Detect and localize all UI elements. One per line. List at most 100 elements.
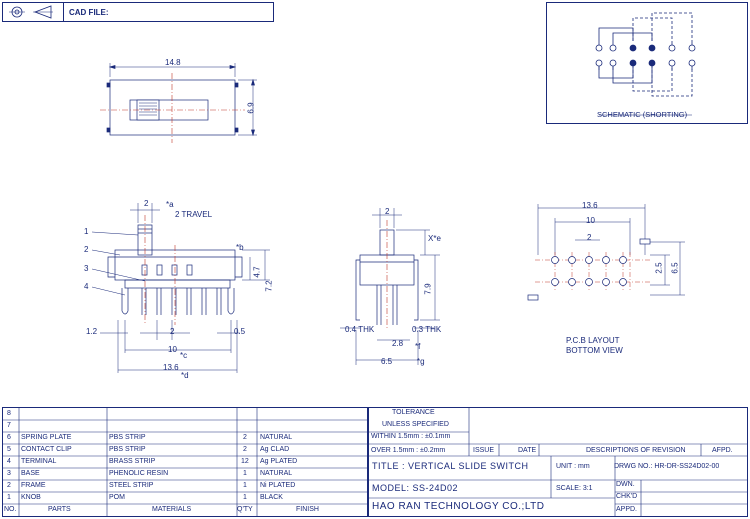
bom-row-no: 4 (7, 458, 11, 465)
front-dim-136: 13.6 (163, 363, 179, 372)
front-dim-12: 1.2 (86, 327, 98, 336)
title-block-grid (369, 408, 747, 516)
unless-label: UNLESS SPECIFIED (382, 421, 449, 428)
side-view-drawing (340, 208, 440, 365)
top-dim-width: 14.8 (165, 58, 181, 67)
bom-row-finish: Ag PLATED (260, 458, 298, 465)
top-dim-height: 6.9 (246, 102, 256, 114)
bom-table (2, 407, 368, 517)
front-dim-72: 7.2 (264, 280, 274, 292)
pcb-dim-25: 2.5 (654, 262, 664, 274)
bom-row-no: 5 (7, 446, 11, 453)
top-view-drawing (100, 63, 257, 143)
pcb-dim-10: 10 (586, 216, 595, 225)
pcb-caption-1: P.C.B LAYOUT (566, 336, 620, 345)
bom-row-qty: 12 (241, 458, 249, 465)
side-dim-79: 7.9 (423, 283, 433, 295)
chkd-label: CHK'D (616, 493, 638, 500)
bom-row-qty: 1 (243, 482, 247, 489)
pcb-layout-drawing (527, 204, 685, 301)
within-label: WITHIN 1.5mm : ±0.1mm (371, 433, 451, 440)
model-label: MODEL: SS-24D02 (372, 483, 459, 493)
bom-row-no: 1 (7, 494, 11, 501)
front-view-drawing (91, 203, 270, 373)
bom-header-finish: FINISH (296, 506, 319, 513)
bom-row-qty: 1 (243, 470, 247, 477)
bom-header-qty: Q'TY (237, 506, 253, 513)
side-note-f: *f (415, 342, 421, 351)
front-callout-1: 1 (84, 227, 89, 236)
bom-row-8-no: 8 (7, 410, 11, 417)
front-callout-4: 4 (84, 282, 89, 291)
front-dim-travel: 2 TRAVEL (175, 210, 213, 219)
side-dim-28: 2.8 (392, 339, 404, 348)
side-dim-top: 2 (385, 207, 390, 216)
issue-label: ISSUE (473, 447, 495, 454)
bom-row-material: PBS STRIP (109, 434, 146, 441)
projection-icon (9, 5, 53, 19)
appd-rev-label: AFPD. (712, 447, 733, 454)
scale-label: SCALE: 3:1 (556, 485, 593, 492)
front-dim-pitch: 2 (170, 327, 175, 336)
side-note-g: *g (417, 357, 425, 366)
bom-row-part: FRAME (21, 482, 46, 489)
side-dim-04: 0.4 THK (345, 325, 375, 334)
cad-file-label: CAD FILE: (69, 8, 109, 17)
schematic-title: SCHEMATIC (SHORTING) (597, 110, 688, 119)
side-note-e: X*e (428, 234, 441, 243)
bom-row-material: STEEL STRIP (109, 482, 154, 489)
bom-row-finish: NATURAL (260, 434, 293, 441)
bom-grid (3, 408, 367, 516)
pcb-dim-136: 13.6 (582, 201, 598, 210)
bom-row-material: PBS STRIP (109, 446, 146, 453)
title-block (368, 407, 748, 517)
bom-header-parts: PARTS (48, 506, 71, 513)
front-note-a: *a (166, 200, 174, 209)
bom-row-finish: Ag CLAD (260, 446, 290, 453)
front-dim-05: 0.5 (234, 327, 246, 336)
front-callout-3: 3 (84, 264, 89, 273)
bom-row-finish: NATURAL (260, 470, 293, 477)
over-label: OVER 1.5mm : ±0.2mm (371, 447, 446, 454)
bom-row-part: TERMINAL (21, 458, 57, 465)
bom-row-finish: BLACK (260, 494, 283, 501)
projection-symbol-box (3, 3, 64, 21)
bom-row-material: BRASS STRIP (109, 458, 156, 465)
side-dim-65: 6.5 (381, 357, 393, 366)
pcb-caption-2: BOTTOM VIEW (566, 346, 623, 355)
bom-row-part: BASE (21, 470, 40, 477)
bom-row-material: POM (109, 494, 125, 501)
appd-label: APPD. (616, 506, 638, 513)
side-dim-03: 0.3 THK (412, 325, 442, 334)
tolerance-label: TOLERANCE (392, 409, 435, 416)
bom-row-qty: 2 (243, 446, 247, 453)
bom-row-material: PHENOLIC RESIN (109, 470, 169, 477)
bom-row-qty: 2 (243, 434, 247, 441)
date-label: DATE (518, 447, 537, 454)
bom-row-part: CONTACT CLIP (21, 446, 72, 453)
descriptions-label: DESCRIPTIONS OF REVISION (586, 447, 686, 454)
bom-row-finish: Ni PLATED (260, 482, 296, 489)
unit-label: UNIT : mm (556, 463, 590, 470)
bom-row-no: 6 (7, 434, 11, 441)
front-dim-knob: 2 (144, 199, 149, 208)
title-label: TITLE : VERTICAL SLIDE SWITCH (372, 461, 529, 471)
front-dim-10: 10 (168, 345, 177, 354)
bom-row-no: 2 (7, 482, 11, 489)
schematic-diagram (595, 12, 696, 116)
company-name: HAO RAN TECHNOLOGY CO.;LTD (372, 501, 545, 512)
front-dim-47: 4.7 (252, 266, 262, 278)
bom-row-qty: 1 (243, 494, 247, 501)
pcb-dim-65: 6.5 (670, 262, 680, 274)
front-callout-2: 2 (84, 245, 89, 254)
schematic-box: SCHEMATIC (SHORTING) (546, 2, 748, 124)
front-note-b: *b (236, 243, 244, 252)
drwg-label: DRWG NO.: HR-DR-SS24D02-00 (614, 463, 720, 470)
header-box: CAD FILE: (2, 2, 274, 22)
pcb-dim-2: 2 (587, 233, 592, 242)
bom-row-part: KNOB (21, 494, 41, 501)
front-note-c: *c (180, 351, 188, 360)
bom-row-part: SPRING PLATE (21, 434, 72, 441)
front-note-d: *d (181, 371, 189, 380)
dwn-label: DWN. (616, 481, 635, 488)
